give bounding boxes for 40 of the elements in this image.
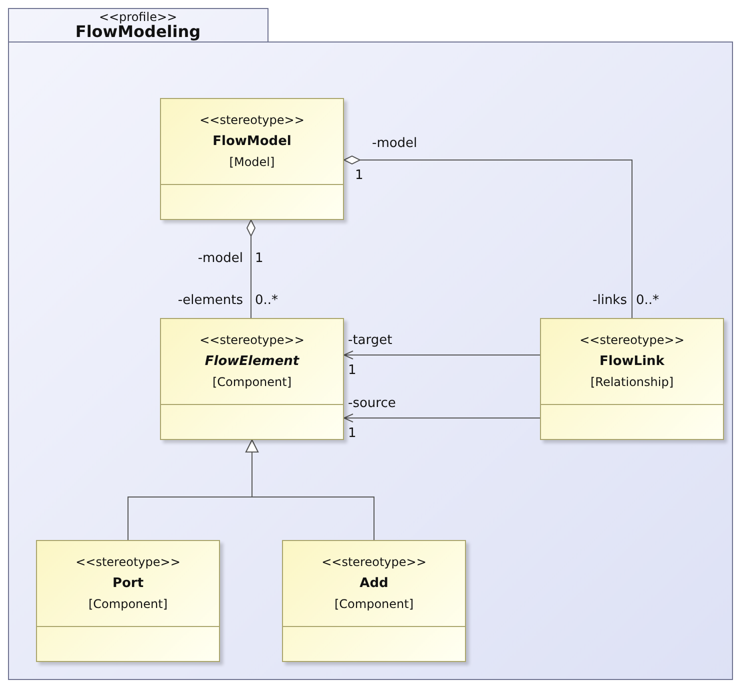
metaclass-label: [Relationship] — [590, 374, 674, 391]
class-box — [36, 540, 220, 662]
class-name: Port — [112, 575, 144, 593]
association-arrow — [344, 350, 540, 360]
role-label: -model — [372, 136, 418, 151]
multiplicity-label: 1 — [255, 251, 264, 266]
aggregation-line — [246, 220, 256, 318]
class-box — [282, 540, 466, 662]
role-label: -model — [198, 251, 243, 266]
role-label: -source — [348, 396, 396, 411]
class-name: FlowModel — [212, 133, 292, 151]
class-name: FlowElement — [204, 353, 300, 371]
stereotype-label: <<stereotype>> — [200, 112, 304, 129]
role-label: -links — [592, 293, 627, 308]
stereotype-label: <<stereotype>> — [76, 554, 180, 571]
class-name: Add — [360, 575, 388, 593]
class-box — [540, 318, 724, 440]
multiplicity-label: 0..* — [636, 293, 660, 308]
metaclass-label: [Component] — [88, 596, 168, 613]
class-name: FlowLink — [600, 353, 664, 371]
aggregation-line — [344, 156, 632, 318]
association-arrow — [344, 414, 540, 422]
metaclass-label: [Component] — [212, 374, 292, 391]
class-box — [160, 98, 344, 220]
multiplicity-label: 1 — [355, 168, 364, 183]
stereotype-label: <<stereotype>> — [322, 554, 426, 571]
stereotype-label: <<stereotype>> — [200, 332, 304, 349]
stereotype-label: <<stereotype>> — [580, 332, 684, 349]
multiplicity-label: 1 — [348, 363, 356, 378]
generalization-arrow — [246, 440, 374, 540]
role-label: -elements — [178, 293, 243, 308]
metaclass-label: [Component] — [334, 596, 414, 613]
stereotype-label: <<profile>> — [98, 10, 178, 24]
package-frame — [8, 8, 733, 680]
class-box — [160, 318, 344, 440]
role-label: -target — [348, 333, 392, 348]
multiplicity-label: 1 — [348, 426, 356, 441]
multiplicity-label: 0..* — [255, 293, 278, 308]
metaclass-label: [Model] — [229, 154, 275, 171]
package-name: FlowModeling — [74, 22, 202, 41]
